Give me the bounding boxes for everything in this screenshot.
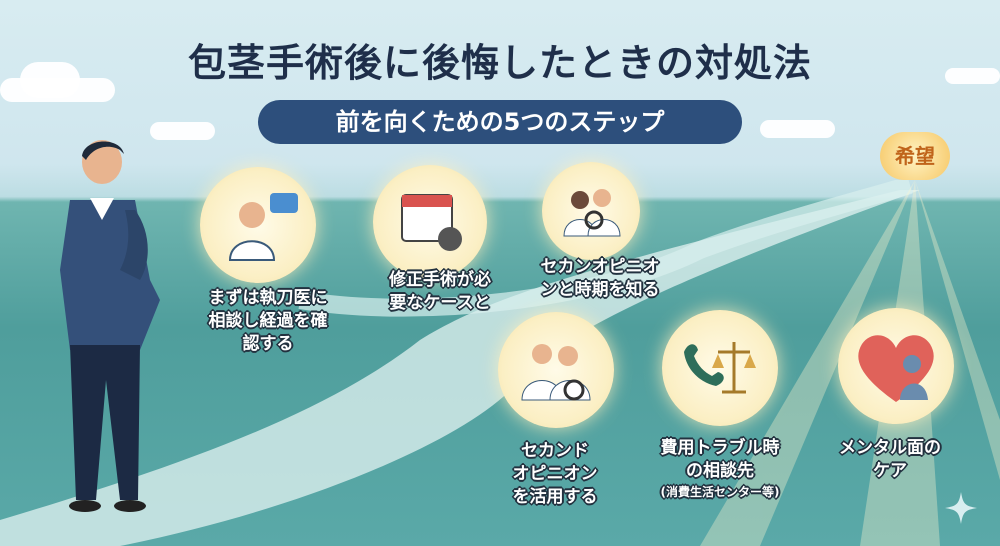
cloud [760,120,835,138]
winding-path [0,180,1000,546]
cloud [20,62,80,98]
label-note: (消費生活センター等) [660,485,780,499]
cloud [150,122,215,140]
label-line: 修正手術が必 [389,270,491,290]
step-4-circle [498,312,614,428]
sparkle-icon [945,492,977,524]
step-2-circle [373,165,487,279]
doctor-chat-icon [228,193,298,261]
doctors-magnifier-icon [563,189,621,237]
label-line: まずは執刀医に [208,288,328,308]
heart-hug-icon [858,335,934,402]
label-line: の相談先 [686,461,754,481]
phone-scales-icon [684,342,756,394]
label-line: を活用する [512,487,598,507]
doctors-magnifier-icon [521,344,591,401]
page-title: 包茎手術後に後悔したときの対処法 [187,41,812,85]
thinking-man [60,140,160,512]
step-4-label: セカンド オピニオン を活用する [480,440,630,509]
step-5-label: 費用トラブル時 の相談先 (消費生活センター等) [640,437,800,501]
hope-badge: 希望 [880,132,950,180]
label-line: ケア [873,461,907,481]
label-line: 認する [242,334,294,354]
label-line: 費用トラブル時 [660,438,780,458]
step-5-circle [662,310,778,426]
label-line: セカンド [521,441,589,461]
label-line: メンタル面の [839,438,941,458]
light-rays [700,180,1000,546]
cloud [945,68,1000,84]
subtitle-pill: 前を向くための5つのステップ [258,100,742,144]
step-3-label: セカンオピニオ ンと時期を知る [520,256,680,302]
calendar-gear-icon [401,194,462,251]
label-line: セカンオピニオ [540,257,660,277]
step-6-label: メンタル面の ケア [815,437,965,483]
step-6-circle [838,308,954,424]
step-3-circle [542,162,640,260]
step-1-circle [200,167,316,283]
step-2-label: 修正手術が必 要なケースと [360,269,520,315]
label-line: オピニオン [512,464,598,484]
label-line: 相談し経過を確 [208,311,328,331]
label-line: 要なケースと [389,293,491,313]
label-line: ンと時期を知る [540,280,660,300]
step-1-label: まずは執刀医に 相談し経過を確 認する [178,287,358,356]
